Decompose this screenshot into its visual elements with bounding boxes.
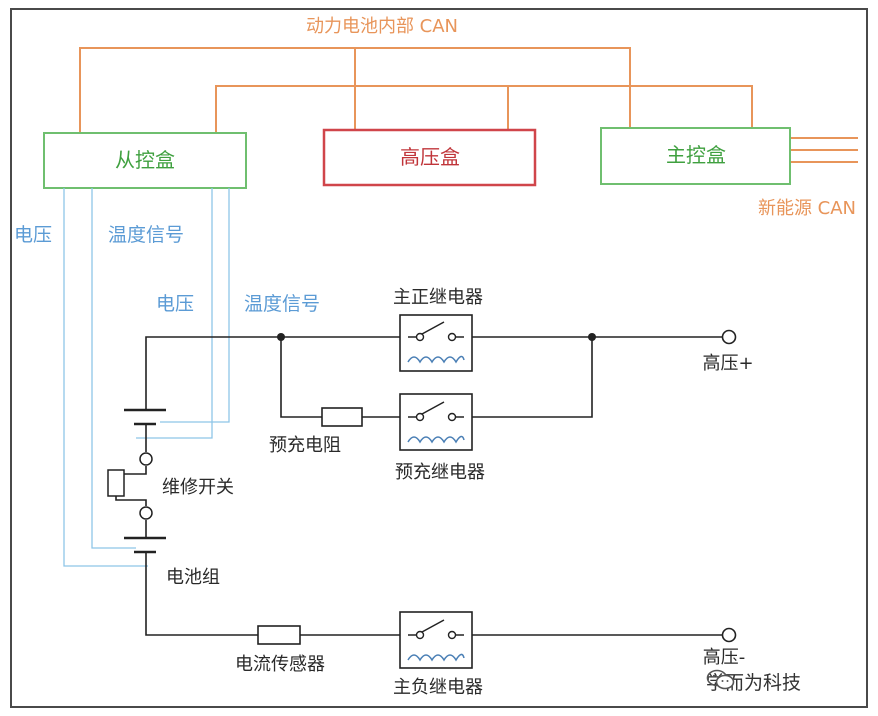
outer-frame bbox=[10, 8, 868, 708]
main-pos-relay bbox=[399, 314, 473, 372]
precharge-relay bbox=[399, 393, 473, 451]
voltage-label-mid: 电压 bbox=[156, 293, 194, 315]
junction-dot bbox=[588, 333, 596, 341]
slave-box bbox=[43, 132, 247, 189]
slave-box-label: 从控盒 bbox=[115, 148, 175, 172]
precharge-resistor-label: 预充电阻 bbox=[269, 435, 341, 456]
circuit-wiring bbox=[115, 336, 722, 636]
hv-minus-terminal bbox=[721, 627, 737, 643]
master-box-label: 主控盒 bbox=[666, 143, 726, 167]
hv-box bbox=[322, 128, 537, 187]
current-sensor-label: 电流传感器 bbox=[235, 654, 325, 675]
can-bus-lines bbox=[79, 47, 858, 163]
hv-minus-label: 高压- bbox=[703, 647, 746, 668]
service-switch-label: 维修开关 bbox=[162, 477, 234, 498]
signal-lines bbox=[63, 188, 230, 567]
main-neg-relay bbox=[399, 611, 473, 669]
master-box bbox=[600, 127, 791, 185]
temp-signal-label-mid: 温度信号 bbox=[244, 293, 320, 315]
junction-dot bbox=[277, 333, 285, 341]
hv-plus-terminal bbox=[721, 329, 737, 345]
main-neg-relay-label: 主负继电器 bbox=[393, 677, 483, 698]
service-switch-contact bbox=[139, 506, 153, 520]
can-internal-label: 动力电池内部 CAN bbox=[306, 16, 458, 37]
temp-signal-label-left: 温度信号 bbox=[108, 224, 184, 246]
hv-box-label: 高压盒 bbox=[400, 145, 460, 169]
battery-pack-label: 电池组 bbox=[166, 567, 220, 588]
current-sensor bbox=[257, 625, 301, 645]
main-pos-relay-label: 主正继电器 bbox=[393, 287, 483, 308]
wechat-icon bbox=[706, 669, 735, 690]
can-new-energy-label: 新能源 CAN bbox=[758, 198, 856, 219]
service-switch-contact bbox=[139, 452, 153, 466]
precharge-relay-label: 预充继电器 bbox=[395, 462, 485, 483]
hv-plus-label: 高压+ bbox=[702, 353, 753, 374]
service-switch-fuse bbox=[107, 469, 125, 497]
voltage-label-left: 电压 bbox=[14, 224, 52, 246]
watermark: 学而为科技 bbox=[706, 668, 801, 694]
precharge-resistor bbox=[321, 407, 363, 427]
